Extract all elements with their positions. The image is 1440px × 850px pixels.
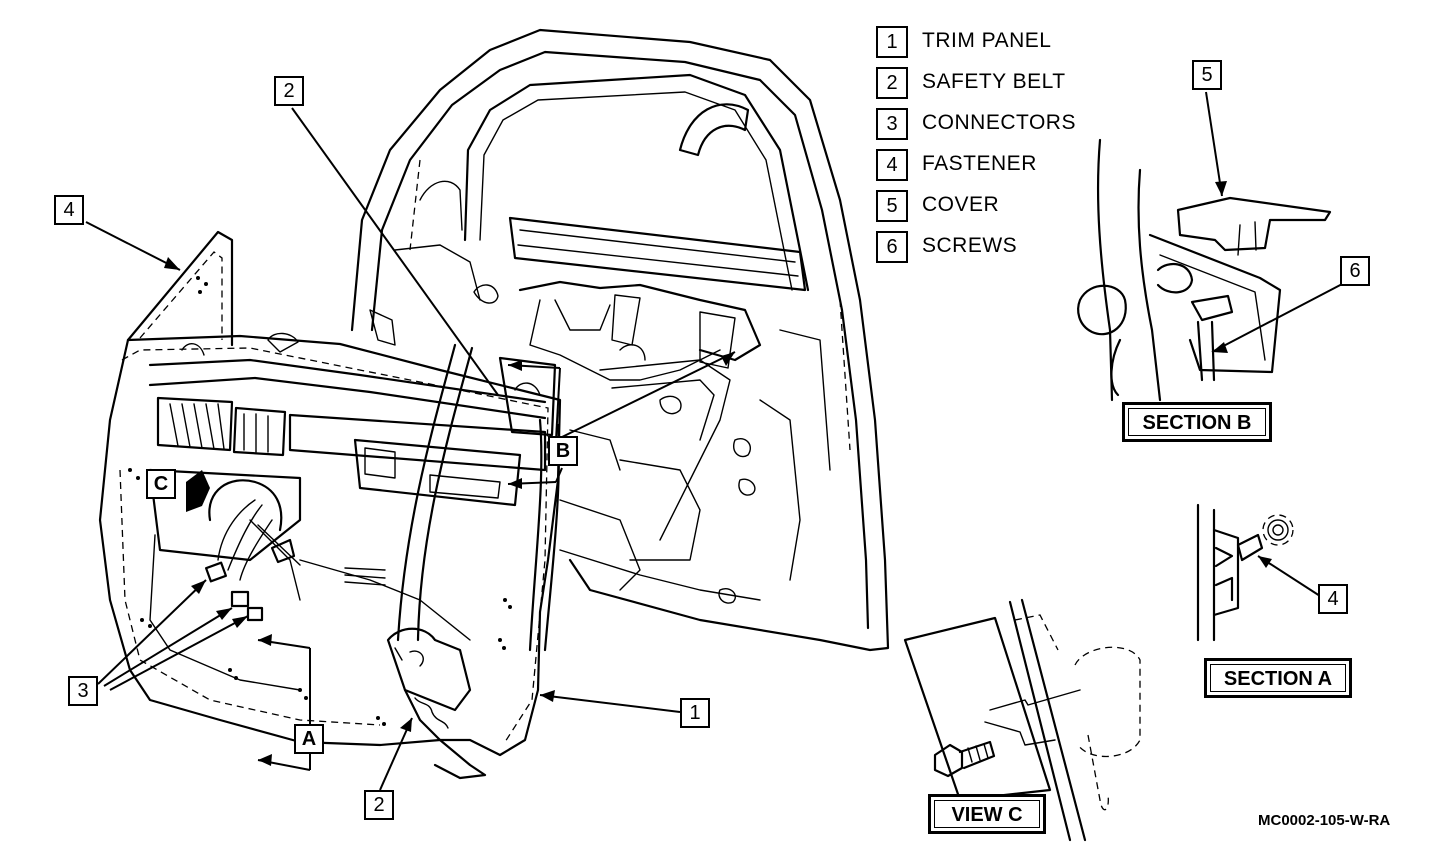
legend-label: CONNECTORS	[922, 111, 1076, 134]
callout-view-c: C	[146, 469, 176, 499]
legend-number: 1	[876, 26, 908, 58]
section-a-label: SECTION A	[1204, 658, 1352, 698]
leader-lines	[85, 107, 736, 791]
legend-label: COVER	[922, 193, 1000, 216]
legend-label: TRIM PANEL	[922, 29, 1052, 52]
callout-safety-belt-bottom: 2	[364, 790, 394, 820]
callout-view-a: A	[294, 724, 324, 754]
trim-panel	[98, 230, 562, 780]
legend-label: SCREWS	[922, 234, 1018, 257]
view-c-label-text: VIEW C	[934, 800, 1040, 828]
callout-screws: 6	[1340, 256, 1370, 286]
callout-connectors: 3	[68, 676, 98, 706]
reference-code: MC0002-105-W-RA	[1258, 812, 1391, 829]
callout-cover: 5	[1192, 60, 1222, 90]
door-frame	[350, 28, 890, 652]
callout-safety-belt-top: 2	[274, 76, 304, 106]
legend-label: SAFETY BELT	[922, 70, 1066, 93]
legend-number: 2	[876, 67, 908, 99]
legend-number: 3	[876, 108, 908, 140]
view-c-label: VIEW C	[928, 794, 1046, 834]
callout-fastener-section-a: 4	[1318, 584, 1348, 614]
section-b-label-text: SECTION B	[1128, 408, 1266, 436]
legend-number: 6	[876, 231, 908, 263]
section-b-detail	[1077, 91, 1347, 402]
section-b-label: SECTION B	[1122, 402, 1272, 442]
section-a-label-text: SECTION A	[1210, 664, 1346, 692]
callout-fastener-main: 4	[54, 195, 84, 225]
view-c-detail	[903, 598, 1141, 842]
section-a-detail	[1196, 503, 1321, 642]
callout-view-b: B	[548, 436, 578, 466]
callout-trim-panel: 1	[680, 698, 710, 728]
panel-fastener-dots	[128, 276, 512, 726]
legend-number: 4	[876, 149, 908, 181]
legend-number: 5	[876, 190, 908, 222]
legend-label: FASTENER	[922, 152, 1037, 175]
